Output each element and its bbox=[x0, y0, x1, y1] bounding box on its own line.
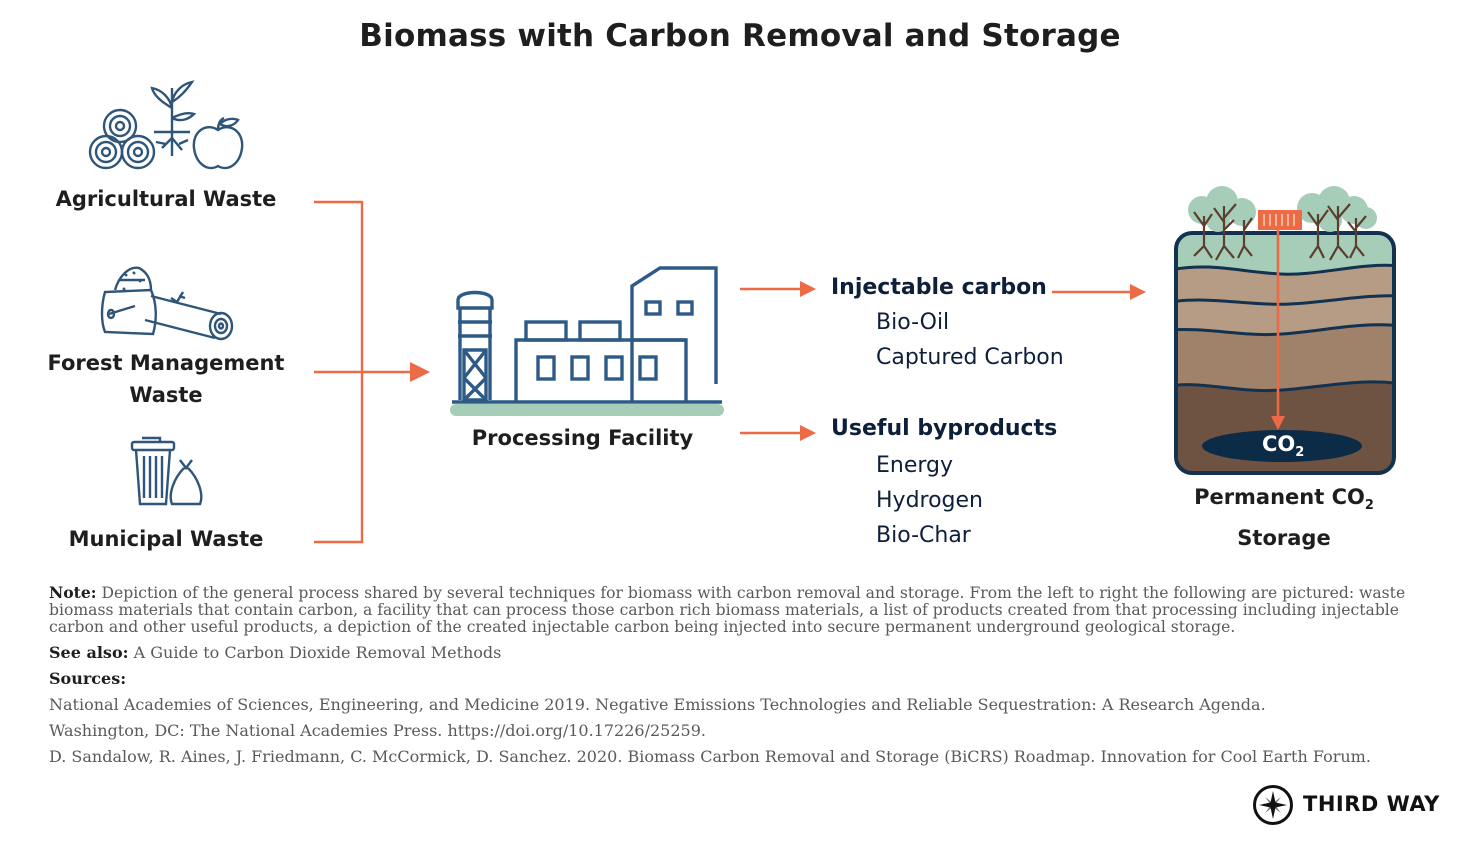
arrow-to-storage bbox=[1052, 284, 1146, 300]
arrow-to-injectable bbox=[740, 281, 816, 297]
storage-label-line2: Storage bbox=[1237, 526, 1331, 551]
arrow-to-byproducts bbox=[740, 425, 816, 441]
source-label-municipal: Municipal Waste bbox=[30, 523, 302, 555]
source-label-municipal-line1: Municipal Waste bbox=[68, 527, 264, 551]
brand-wordmark: THIRD WAY bbox=[1303, 792, 1440, 816]
facility-label: Processing Facility bbox=[471, 426, 694, 450]
co2-pocket-label-sub: 2 bbox=[1295, 445, 1305, 461]
source-line: Washington, DC: The National Academies P… bbox=[49, 721, 706, 740]
source-label-agricultural: Agricultural Waste bbox=[30, 183, 302, 215]
injection-well-icon bbox=[1258, 210, 1302, 430]
geological-storage-graphic bbox=[1174, 186, 1396, 475]
sources-label-text: Sources: bbox=[49, 669, 127, 688]
byproducts-heading: Useful byproducts bbox=[831, 416, 1058, 441]
hay-bales-icon bbox=[88, 108, 156, 170]
forest-waste-icons bbox=[100, 266, 234, 341]
arrow-head-to-facility bbox=[410, 362, 430, 382]
co2-pocket-label-prefix: CO bbox=[1262, 432, 1296, 456]
co2-pocket-label: CO2 bbox=[1262, 432, 1304, 460]
byproduct-item: Energy bbox=[876, 453, 954, 478]
tree-trunks bbox=[1193, 203, 1367, 261]
storage-frame bbox=[1174, 231, 1396, 475]
source-label-agricultural-line1: Agricultural Waste bbox=[55, 187, 277, 211]
storage-label: Permanent CO2 Storage bbox=[1170, 481, 1398, 554]
byproduct-item: Bio-Char bbox=[876, 523, 971, 548]
storage-label-line1-sub: 2 bbox=[1364, 498, 1374, 514]
apple-icon bbox=[192, 116, 244, 170]
injectable-group: Injectable carbon Bio-Oil Captured Carbo… bbox=[831, 275, 1064, 370]
agricultural-waste-icons bbox=[88, 80, 244, 170]
see-also-link[interactable]: A Guide to Carbon Dioxide Removal Method… bbox=[133, 643, 502, 662]
note-text: Depiction of the general process shared … bbox=[49, 584, 1406, 636]
source-label-forest: Forest Management Waste bbox=[30, 347, 302, 411]
source-line: D. Sandalow, R. Aines, J. Friedmann, C. … bbox=[49, 747, 1371, 766]
trash-bag-icon bbox=[169, 459, 203, 506]
note-label: Note: bbox=[49, 583, 97, 602]
see-also-label: See also: bbox=[49, 643, 129, 662]
factory-icon bbox=[450, 266, 724, 416]
injectable-heading: Injectable carbon bbox=[831, 275, 1047, 300]
byproducts-group: Useful byproducts Energy Hydrogen Bio-Ch… bbox=[831, 416, 1057, 548]
byproduct-item: Hydrogen bbox=[876, 488, 983, 513]
see-also-line: See also: A Guide to Carbon Dioxide Remo… bbox=[49, 643, 1444, 662]
municipal-waste-icons bbox=[130, 436, 203, 506]
storage-label-line1-prefix: Permanent CO bbox=[1194, 485, 1365, 509]
injectable-item: Bio-Oil bbox=[876, 310, 950, 335]
storage-label-line1: Permanent CO2 bbox=[1170, 481, 1398, 522]
collector-bracket bbox=[314, 200, 430, 544]
log-icon bbox=[144, 291, 234, 341]
compass-star-icon bbox=[1253, 785, 1293, 825]
facility-ground bbox=[450, 404, 724, 416]
source-line: National Academies of Sciences, Engineer… bbox=[49, 695, 1266, 714]
sack-icon bbox=[100, 266, 157, 336]
trash-can-icon bbox=[130, 436, 176, 506]
source-label-forest-line2: Waste bbox=[129, 383, 203, 407]
sources-label: Sources: bbox=[49, 669, 1444, 688]
note-paragraph: Note: Depiction of the general process s… bbox=[49, 584, 1444, 636]
source-label-forest-line1: Forest Management bbox=[47, 351, 285, 375]
sprout-icon bbox=[150, 80, 197, 156]
injectable-item: Captured Carbon bbox=[876, 345, 1064, 370]
diagram-title: Biomass with Carbon Removal and Storage bbox=[359, 18, 1121, 54]
co2-pocket bbox=[1202, 430, 1362, 462]
